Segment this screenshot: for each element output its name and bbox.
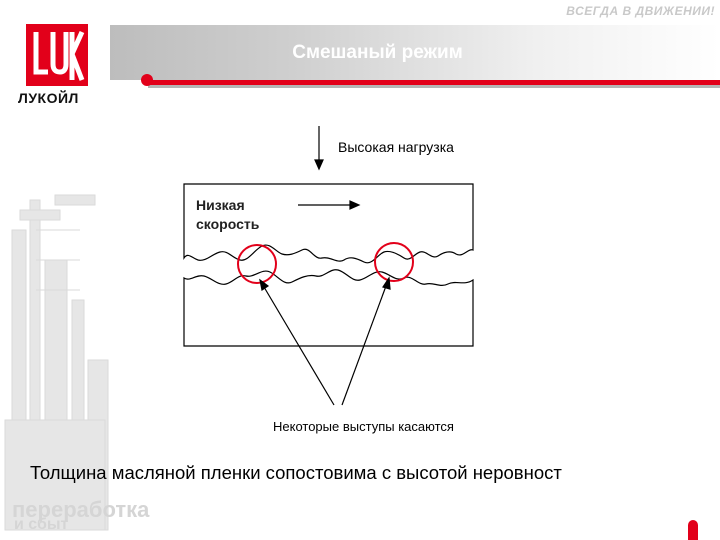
logo-text: ЛУКОЙЛ	[18, 90, 79, 106]
caption-text: Толщина масляной пленки сопостовима с вы…	[30, 462, 562, 483]
header-red-dot	[141, 74, 153, 86]
speed-label: Низкая скорость	[196, 196, 259, 234]
speed-arrow	[298, 200, 361, 210]
contact-circle-right	[374, 242, 414, 282]
speed-label-line1: Низкая	[196, 197, 245, 213]
footer-text-1: переработка	[12, 497, 150, 522]
lower-surface	[183, 269, 474, 347]
left-decor-panel	[0, 0, 110, 540]
load-arrow	[314, 126, 324, 171]
lukoil-logo-mark	[26, 24, 88, 86]
tagline: ВСЕГДА В ДВИЖЕНИИ!	[566, 4, 715, 18]
speed-label-line2: скорость	[196, 216, 260, 232]
refinery-silhouette	[4, 194, 109, 531]
slide-title: Смешаный режим	[292, 42, 463, 63]
header-red-rule	[148, 80, 720, 85]
footer-red-marker	[688, 520, 698, 540]
footer-text-2: и сбыт	[14, 516, 69, 533]
pointer-arrows	[259, 276, 391, 406]
lukoil-logo-icon	[33, 30, 85, 81]
title-bar	[110, 25, 720, 80]
contact-label: Некоторые выступы касаются	[273, 419, 454, 434]
header-gray-rule	[148, 85, 720, 88]
contact-circle-left	[237, 244, 277, 284]
load-label: Высокая нагрузка	[338, 139, 454, 155]
upper-surface	[183, 183, 474, 264]
